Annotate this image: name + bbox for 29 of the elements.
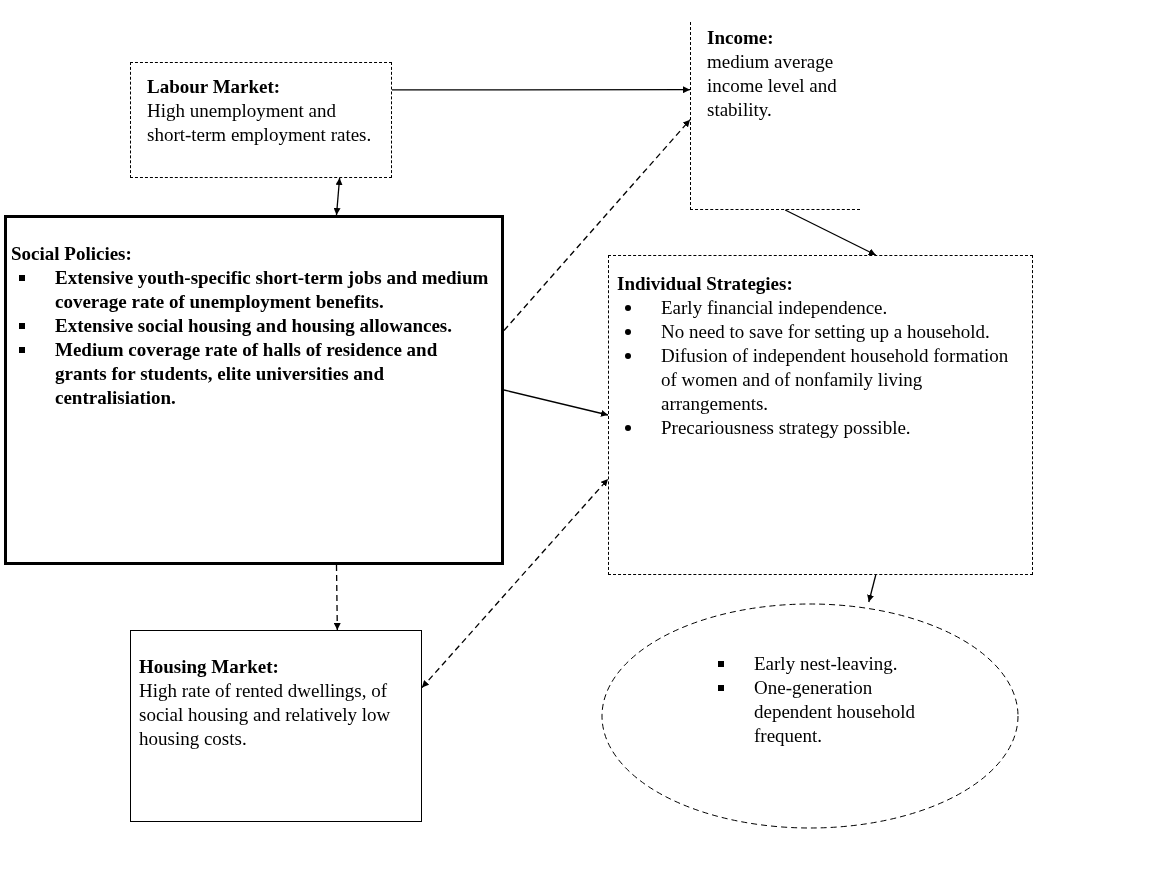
arrow: [333, 564, 341, 631]
list-item-text: Extensive social housing and housing allowances.: [55, 314, 452, 338]
box-text: High unemployment and short-term employment rates.: [147, 99, 373, 147]
list-item-text: Difusion of independent household formation of women and of nonfamily living arrangements.: [661, 344, 1010, 416]
box-text: medium average income level and stability.: [707, 50, 838, 122]
arrow: [503, 389, 609, 417]
text-box: [130, 630, 422, 822]
box-heading: Individual Strategies:: [617, 272, 794, 296]
arrow: [421, 478, 609, 689]
list-item-text: Medium coverage rate of halls of residence and grants for students, elite universities and centralisiation.: [55, 338, 439, 410]
box-heading: Labour Market:: [147, 75, 282, 99]
arrow: [391, 86, 691, 94]
box-heading: Social Policies:: [11, 242, 133, 266]
list-item-text: Early financial independence.: [661, 296, 888, 320]
arrow: [503, 119, 691, 332]
list-item-text: Precariousness strategy possible.: [661, 416, 911, 440]
arrow: [333, 177, 343, 216]
list-item-text: One-generation dependent household frequent.: [754, 676, 916, 748]
arrow: [867, 574, 877, 603]
text-box: [608, 255, 1033, 575]
box-text: High rate of rented dwellings, of social housing and relatively low housing costs.: [139, 679, 392, 751]
arrow: [784, 209, 877, 256]
box-heading: Housing Market:: [139, 655, 280, 679]
box-heading: Income:: [707, 26, 775, 50]
text-box: [130, 62, 392, 178]
text-box: [4, 215, 504, 565]
list-item-text: Early nest-leaving.: [754, 652, 898, 676]
list-item-text: No need to save for setting up a household.: [661, 320, 990, 344]
list-item-text: Extensive youth-specific short-term jobs and medium coverage rate of unemployment benefits.: [55, 266, 489, 314]
